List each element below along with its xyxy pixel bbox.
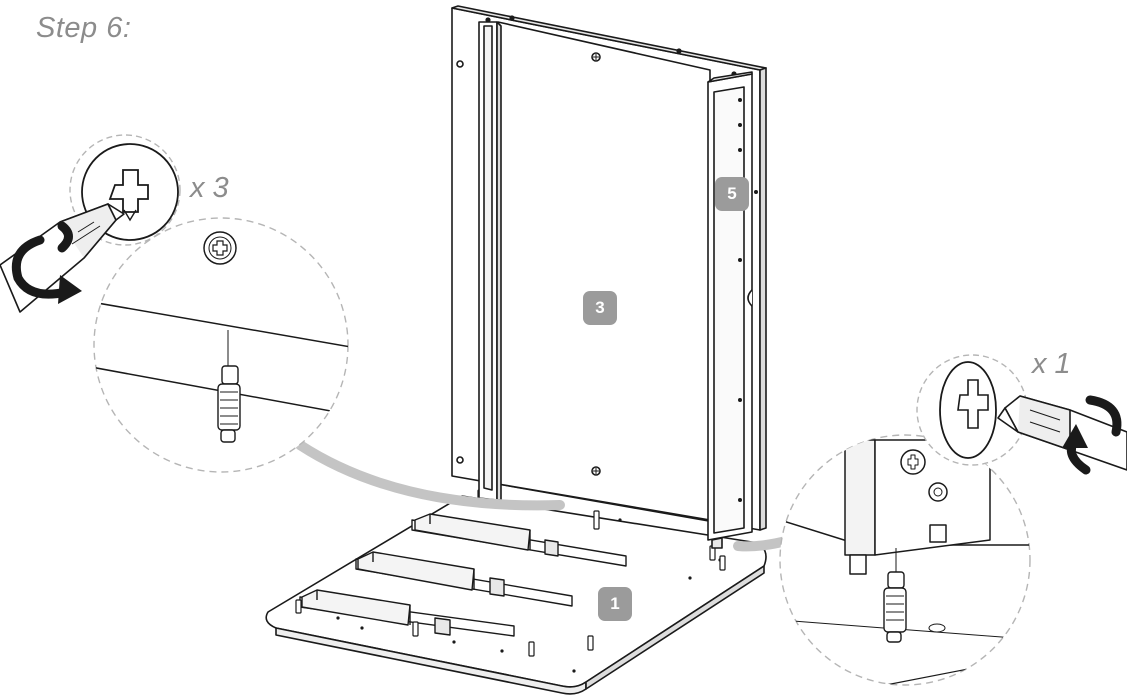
- left-quantity-label: x 3: [190, 172, 229, 204]
- part-badge-side-panel: 5: [715, 177, 749, 211]
- right-detail-callout: [779, 434, 1031, 686]
- right-screw-zoom: [916, 354, 1028, 466]
- left-post: [478, 21, 502, 501]
- dowel-pin-icon: [217, 365, 241, 443]
- screwdriver-icon-right: [997, 395, 1127, 471]
- base-rails: [299, 513, 627, 637]
- phillips-screw-icon: [203, 231, 237, 265]
- side-panel: [707, 71, 758, 549]
- rotation-arrow-icon-right: [1062, 395, 1122, 475]
- left-screw-zoom: [69, 134, 181, 246]
- back-panel: [451, 5, 767, 531]
- left-detail-callout: [93, 217, 349, 473]
- part-badge-base: 1: [598, 587, 632, 621]
- step-title: Step 6:: [36, 12, 132, 44]
- part-badge-back-panel: 3: [583, 291, 617, 325]
- rotation-arrow-icon: [11, 221, 82, 304]
- right-quantity-label: x 1: [1032, 348, 1071, 380]
